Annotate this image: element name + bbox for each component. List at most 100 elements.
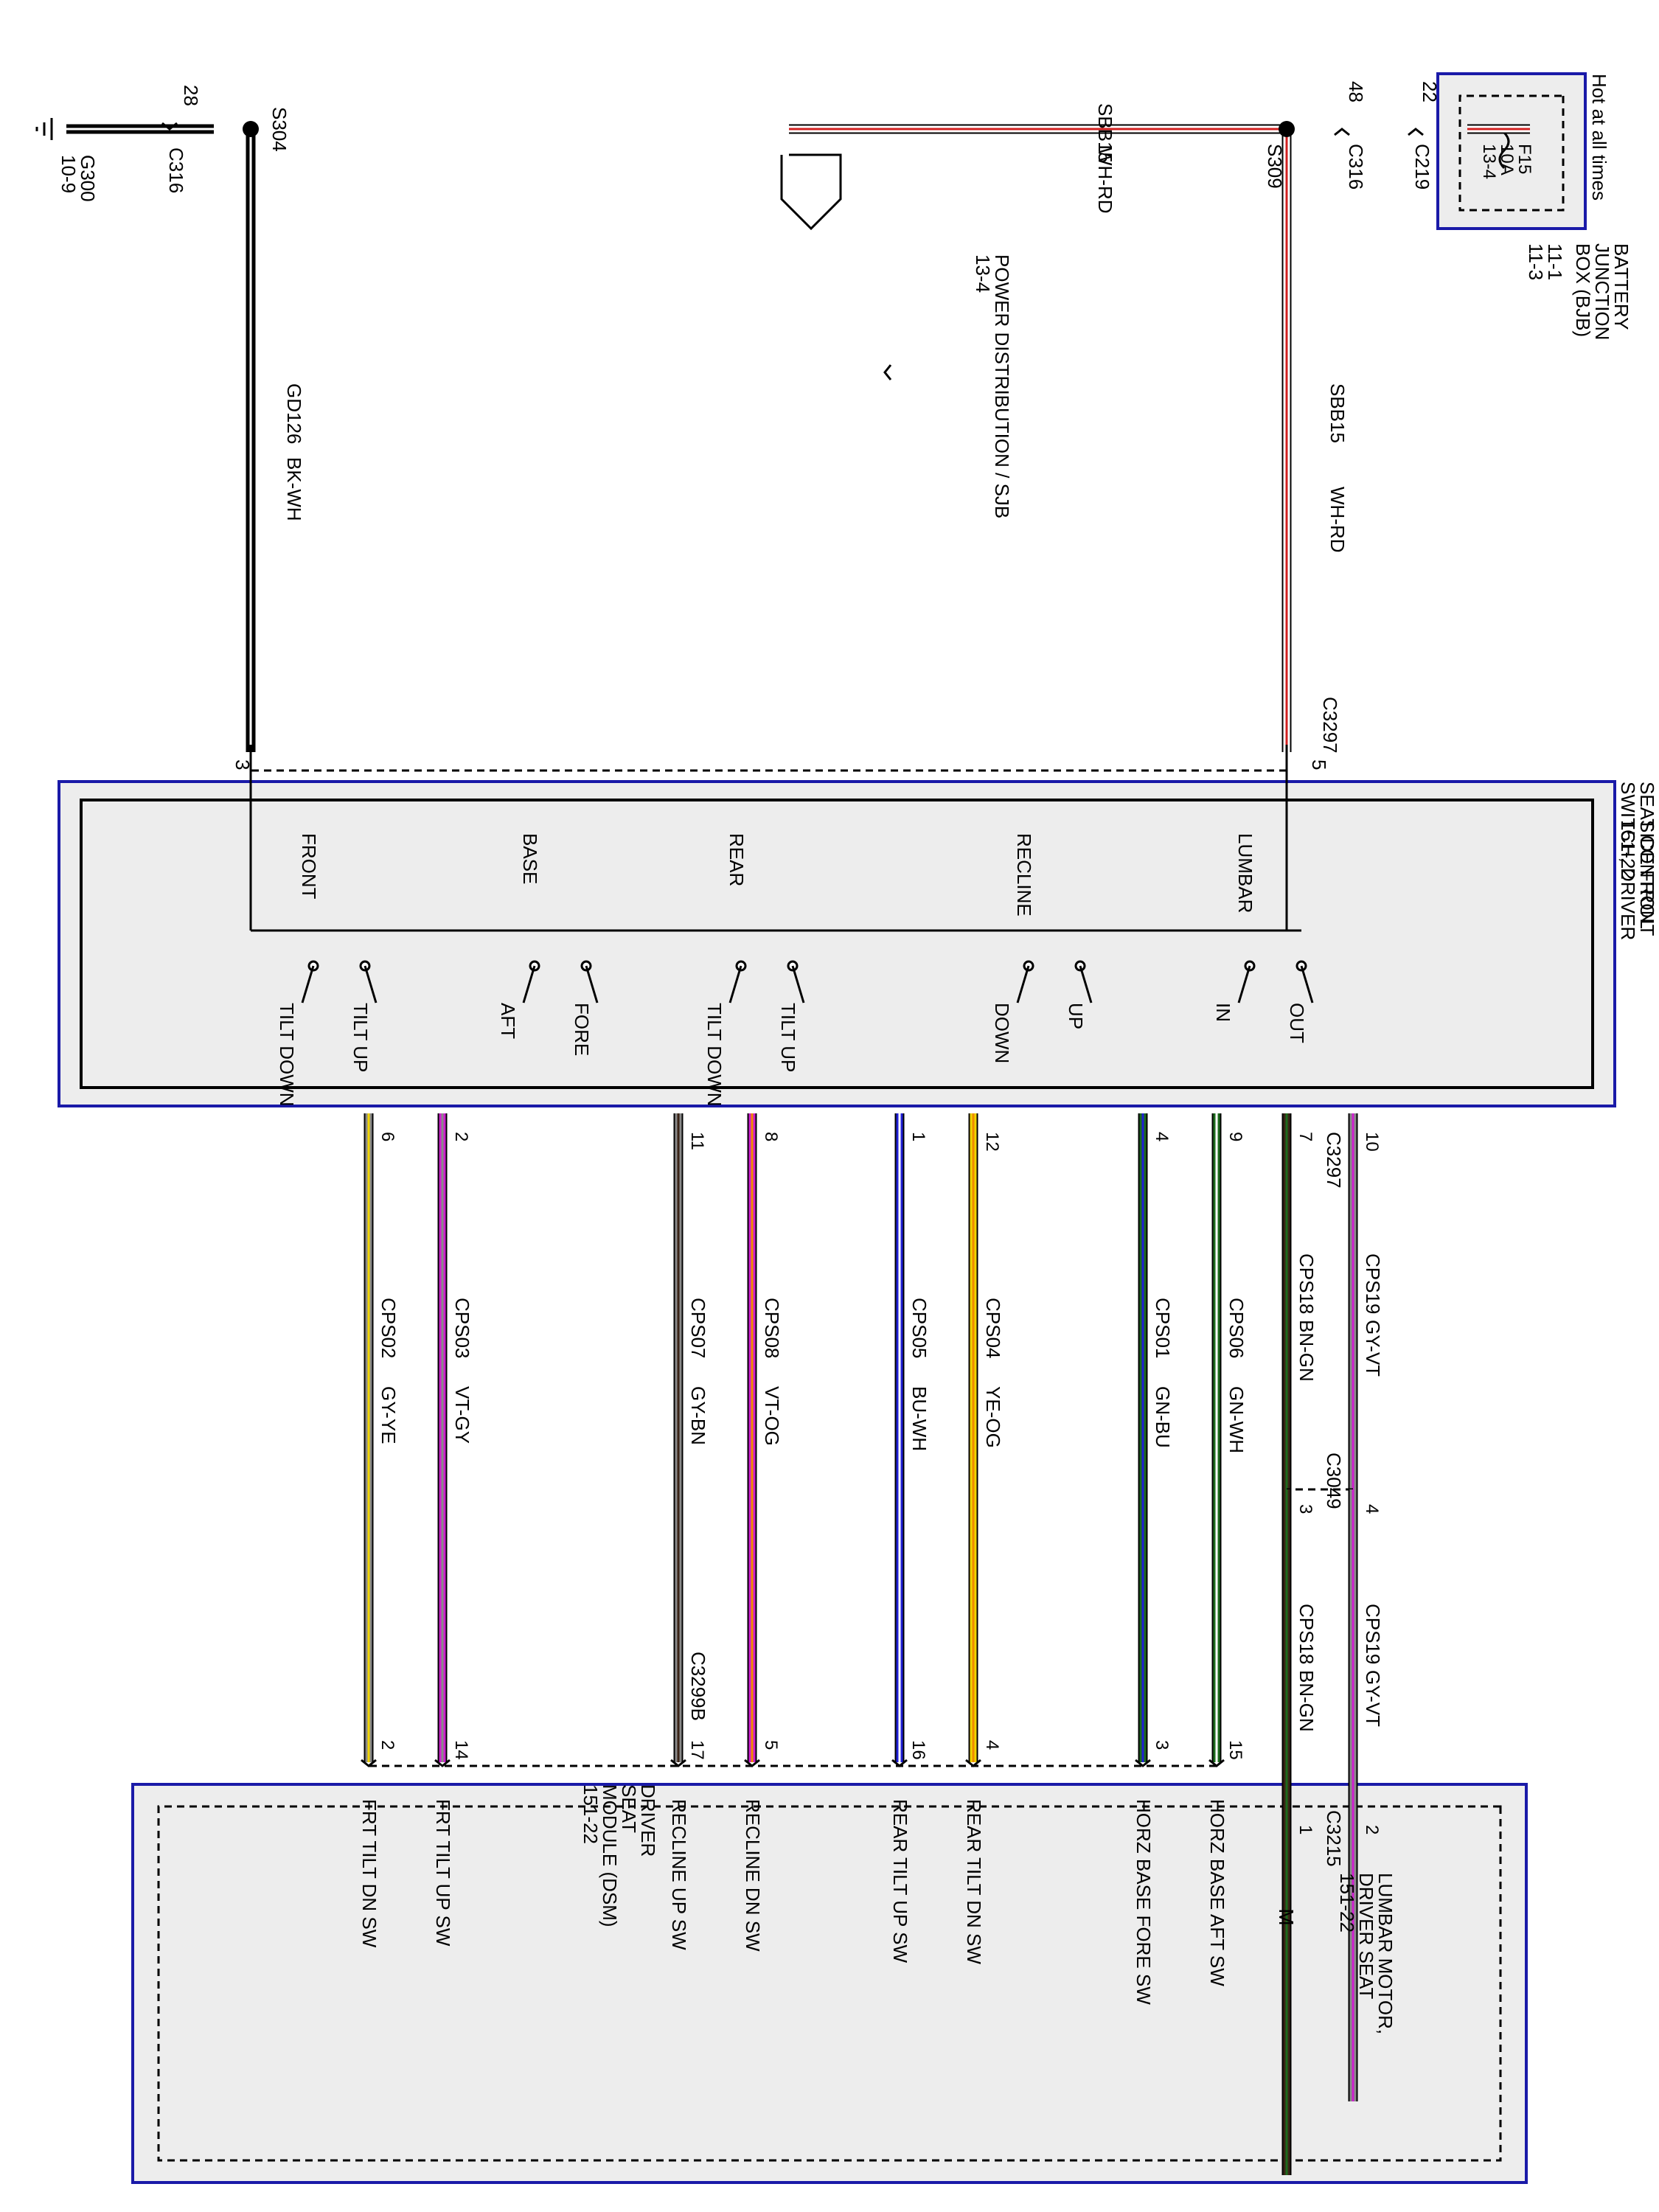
dsm-pin-6: 14	[451, 1740, 471, 1760]
lumbar-color-b-1: GY-VT	[1362, 1670, 1384, 1727]
bjb-ref-line-0: 11-1	[1544, 243, 1566, 280]
s309-label: S309	[1264, 144, 1286, 189]
dsm-pin-4: 3	[1152, 1740, 1172, 1750]
c316-ground-label: C316	[165, 147, 187, 193]
switch-blade-b-0	[1237, 965, 1251, 1004]
bjb-name-line-1: JUNCTION	[1591, 243, 1613, 340]
switch-blade-b-3	[522, 965, 536, 1004]
dsm-pin-label-3: REAR TILT DN SW	[963, 1799, 985, 1964]
dsm-name-line-3: 151-22	[580, 1784, 602, 1844]
bjb-name-line-2: BOX (BJB)	[1572, 243, 1594, 337]
fuse-label-line-1: 10A	[1497, 144, 1517, 175]
fuse-label-line-2: 13-4	[1479, 144, 1499, 179]
dsm-pin-label-6: FRT TILT UP SW	[432, 1799, 454, 1947]
dsm-color-7: GY-YE	[378, 1386, 400, 1444]
hot-at-all-times-label: Hot at all times	[1588, 74, 1610, 201]
dsm-color-4: GN-BU	[1152, 1386, 1174, 1448]
dsm-sw-pin-0: 11	[687, 1132, 707, 1150]
pds-label-line-0: POWER DISTRIBUTION / SJB	[991, 254, 1013, 518]
switch-label-a-4: TILT UP	[349, 1003, 372, 1072]
bjb-name-line-0: BATTERY	[1610, 243, 1632, 330]
c3299b-label: C3299B	[687, 1652, 709, 1721]
lumbar-c3049-pin-0: 3	[1295, 1504, 1315, 1514]
bjb-inner	[1458, 94, 1565, 212]
dsm-chevron-7	[361, 1759, 377, 1767]
dsm-circuit-4: CPS01	[1152, 1298, 1174, 1358]
lumbar-color-b-0: BN-GN	[1295, 1670, 1318, 1732]
seat-switch-inner	[80, 799, 1594, 1089]
c316-ground-chevron	[161, 122, 178, 131]
dsm-inner	[157, 1805, 1502, 2162]
dsm-color-0: GY-BN	[687, 1386, 709, 1445]
dsm-pin-label-1: RECLINE DN SW	[742, 1799, 764, 1952]
switch-label-a-1: UP	[1065, 1003, 1087, 1029]
lumbar-sw-pin-0: 7	[1295, 1132, 1315, 1141]
lumbar-color-0: BN-GN	[1295, 1320, 1318, 1382]
dsm-chevron-0	[670, 1759, 686, 1767]
dsm-pin-7: 2	[378, 1740, 397, 1750]
s304-splice	[243, 121, 259, 137]
lumbar-c3049-pin-1: 4	[1362, 1504, 1382, 1514]
switch-label-a-2: TILT UP	[777, 1003, 799, 1072]
c316-power-pin: 48	[1345, 81, 1367, 102]
switch-group-recline: RECLINE	[1013, 833, 1035, 917]
c219-label: C219	[1411, 144, 1433, 189]
switch-ground-pin: 3	[232, 759, 254, 770]
dsm-box	[131, 1783, 1528, 2184]
switch-group-lumbar: LUMBAR	[1234, 833, 1256, 913]
lumbar-circuit-b-1: CPS19	[1362, 1604, 1384, 1664]
dsm-pin-label-4: HORZ BASE FORE SW	[1133, 1799, 1155, 2005]
fuse-symbol	[1498, 131, 1510, 170]
switch-label-a-3: FORE	[571, 1003, 593, 1056]
dsm-pin-label-5: HORZ BASE AFT SW	[1206, 1799, 1228, 1986]
lumbar-circuit-b-0: CPS18	[1295, 1604, 1318, 1664]
c316-ground-pin: 28	[180, 85, 202, 106]
switch-label-b-0: IN	[1212, 1003, 1234, 1022]
dsm-pin-2: 16	[908, 1740, 928, 1760]
c3297-bottom-label: C3297	[1323, 1132, 1345, 1189]
switch-group-rear: REAR	[726, 833, 748, 886]
switch-group-front: FRONT	[298, 833, 320, 900]
bjb-ref-line-1: 11-3	[1525, 243, 1547, 280]
dsm-pin-1: 5	[761, 1740, 781, 1750]
dsm-pin-5: 15	[1225, 1740, 1245, 1760]
dsm-name-line-2: MODULE (DSM)	[599, 1784, 621, 1927]
lumbar-motor-name-line-1: DRIVER SEAT	[1355, 1873, 1377, 2000]
dsm-circuit-1: CPS08	[761, 1298, 783, 1358]
switch-label-b-2: TILT DOWN	[703, 1003, 726, 1107]
switch-blade-b-4	[301, 965, 315, 1004]
switch-blade-a-4	[364, 965, 378, 1004]
lumbar-motor-name-line-0: LUMBAR MOTOR,	[1374, 1873, 1397, 2034]
ground-symbol	[35, 118, 53, 140]
switch-blade-a-0	[1300, 965, 1314, 1004]
seat-switch-box	[58, 780, 1616, 1107]
dsm-circuit-7: CPS02	[378, 1298, 400, 1358]
c316-power-label: C316	[1345, 144, 1367, 189]
c3215-label: C3215	[1323, 1810, 1345, 1867]
pds-arrow	[780, 153, 842, 231]
dsm-pin-label-0: RECLINE UP SW	[668, 1799, 690, 1950]
power-color: WH-RD	[1326, 487, 1349, 553]
switch-label-a-0: OUT	[1286, 1003, 1308, 1043]
power-color-top: WH-RD	[1094, 147, 1116, 214]
seat-switch-name-b-line-1: 151-22	[1617, 820, 1639, 880]
dsm-circuit-0: CPS07	[687, 1298, 709, 1358]
switch-label-b-3: AFT	[497, 1003, 519, 1039]
switch-group-base: BASE	[519, 833, 541, 884]
pds-label-line-1: 13-4	[972, 254, 994, 293]
dsm-chevron-6	[434, 1759, 451, 1767]
dsm-circuit-2: CPS05	[908, 1298, 931, 1358]
seat-switch-name-b-line-0: SIDE FRONT	[1636, 820, 1658, 936]
c3049-label: C3049	[1323, 1453, 1345, 1509]
switch-blade-a-2	[791, 965, 805, 1004]
dsm-pin-label-7: FRT TILT DN SW	[358, 1799, 380, 1948]
lumbar-motor-name-line-2: 151-22	[1336, 1873, 1358, 1933]
dsm-color-1: VT-OG	[761, 1386, 783, 1446]
switch-blade-a-1	[1079, 965, 1093, 1004]
power-circuit-top: SBB15	[1094, 103, 1116, 163]
lumbar-motor-pin-1: 2	[1362, 1825, 1382, 1834]
switch-label-b-4: TILT DOWN	[276, 1003, 298, 1107]
dsm-color-3: YE-OG	[982, 1386, 1004, 1448]
dsm-sw-pin-4: 4	[1152, 1132, 1172, 1141]
